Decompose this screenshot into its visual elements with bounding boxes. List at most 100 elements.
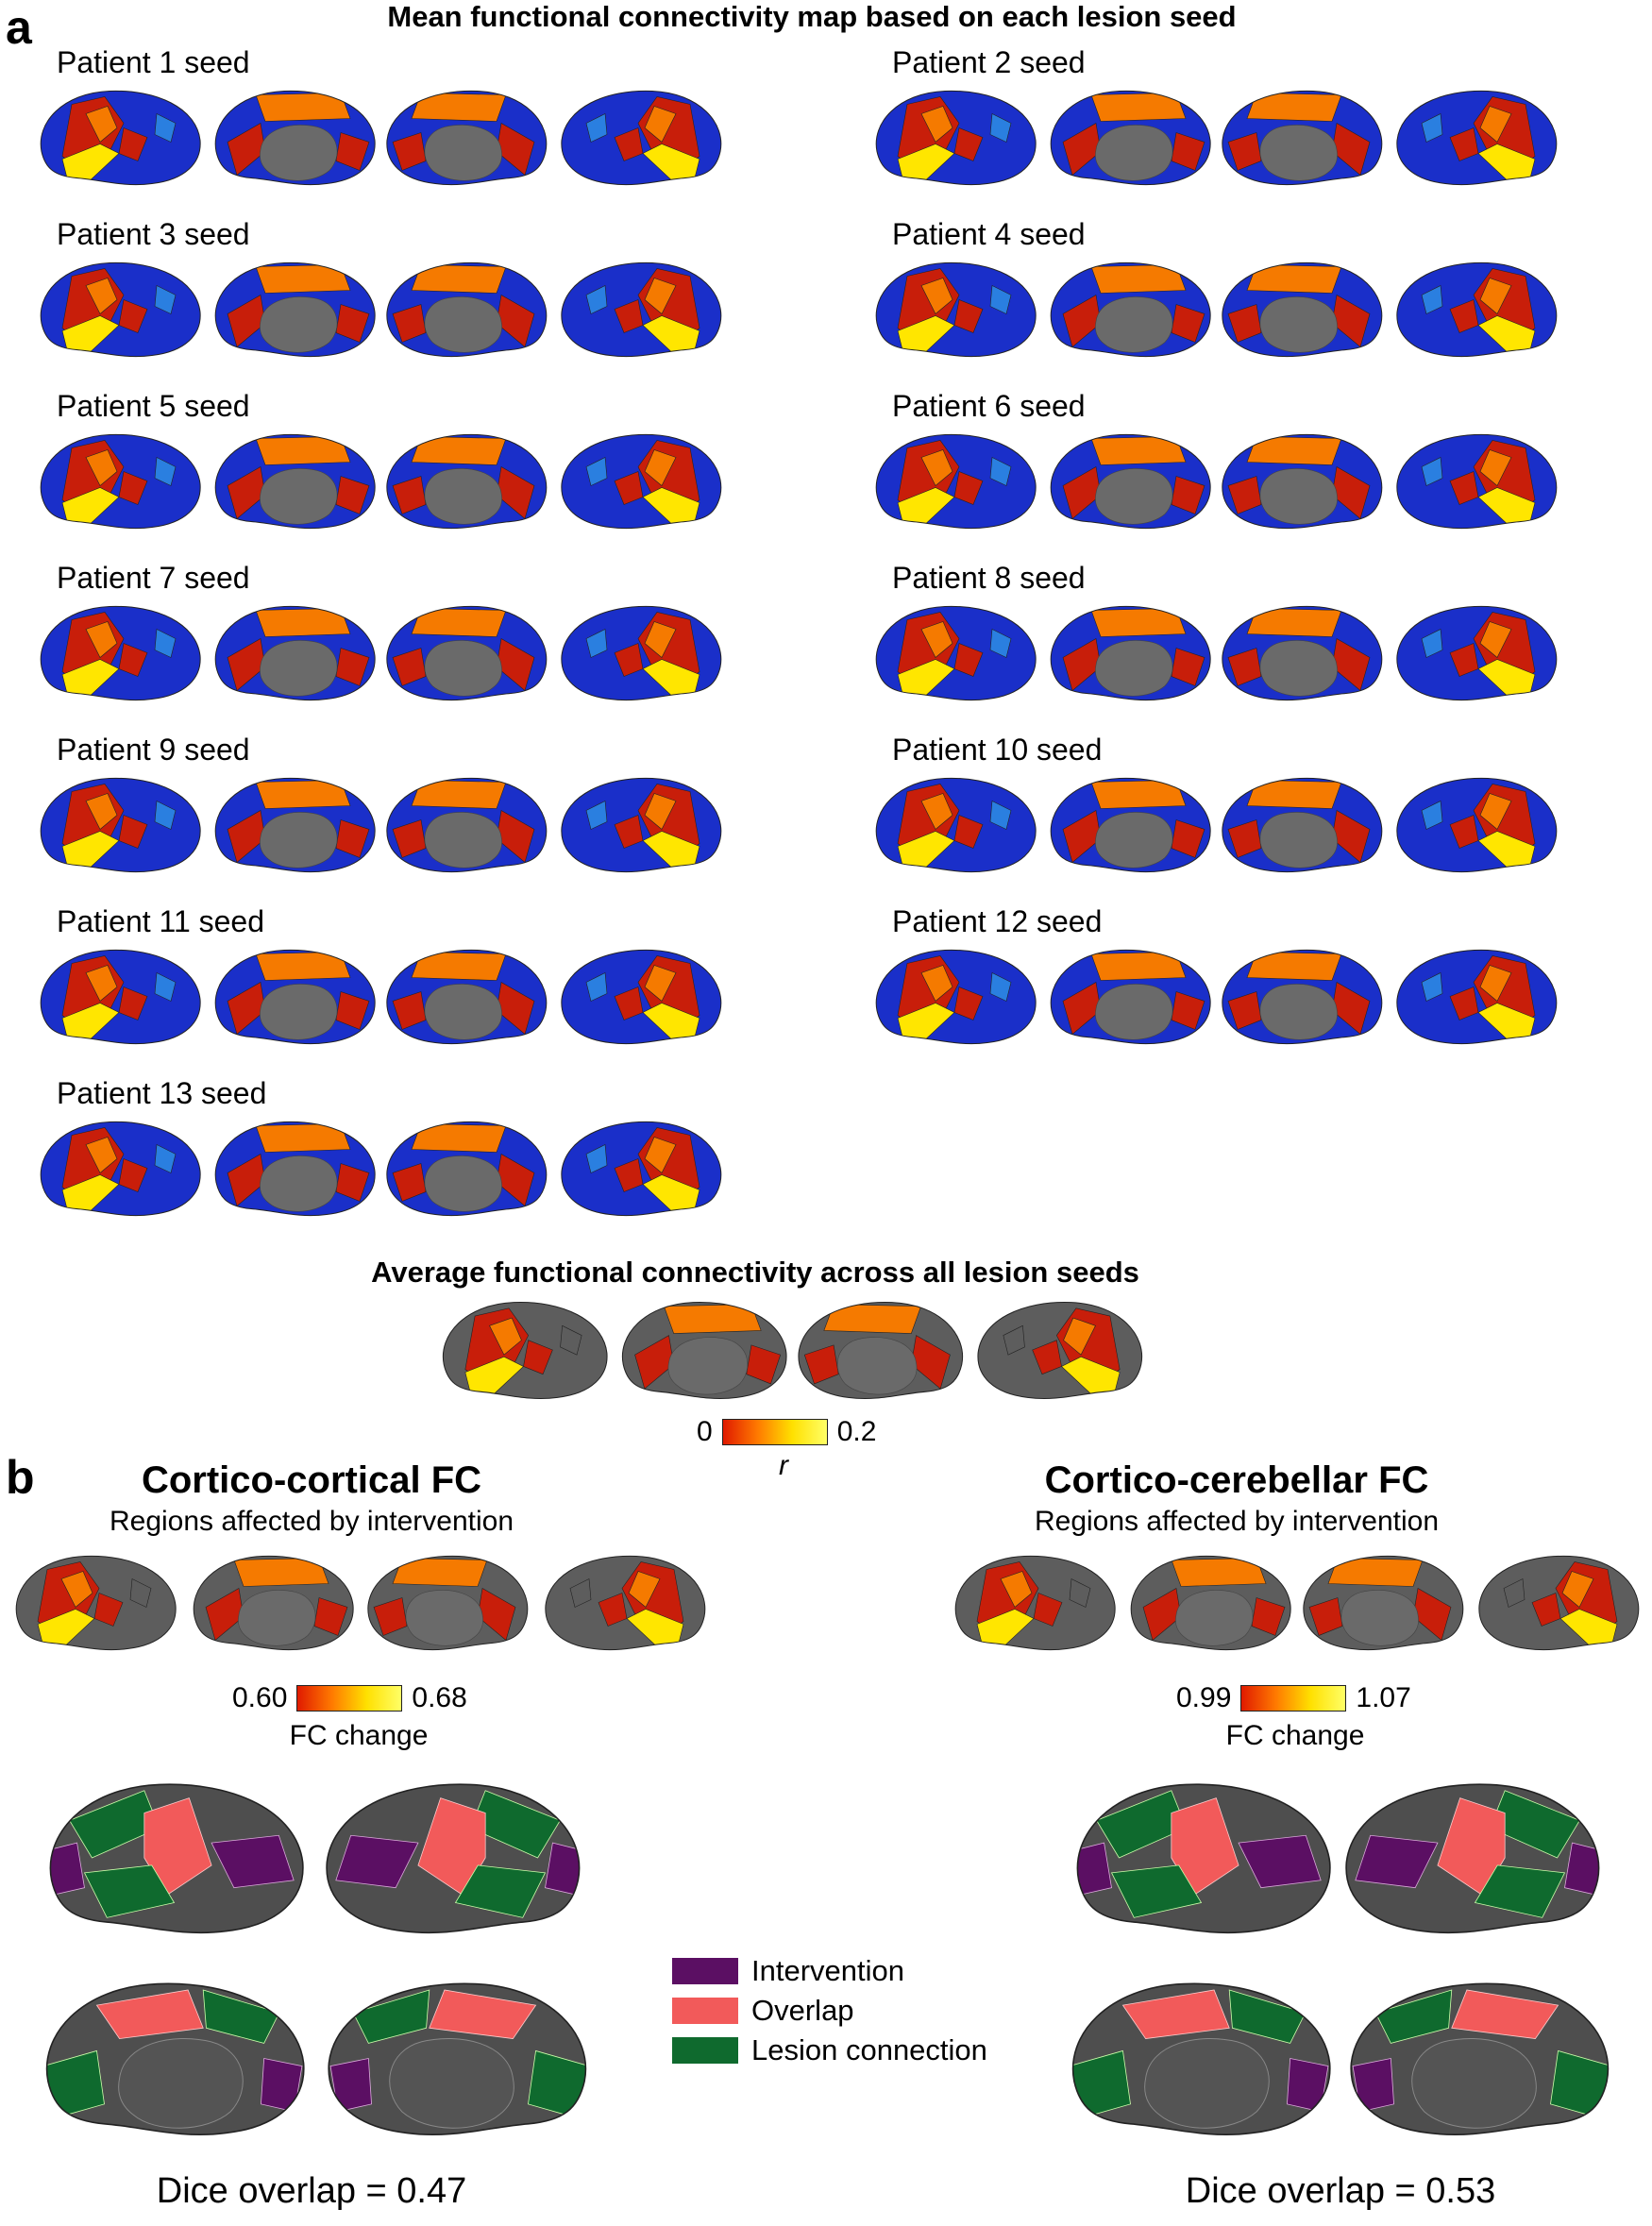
brain-surface-med-r [214, 605, 376, 701]
legend-label-overlap: Overlap [751, 1994, 854, 2027]
brain-surface-lat-l [442, 1302, 608, 1400]
average-colorbar-gradient [721, 1419, 828, 1445]
brain-surface-med-l [1303, 1555, 1464, 1651]
brain-surface-med-l [1222, 949, 1383, 1045]
brain-surface-lat-r [1396, 261, 1558, 358]
cortico-cerebellar-title: Cortico-cerebellar FC [1044, 1459, 1429, 1501]
brain-surface-lat-r [1396, 433, 1558, 530]
brain-surface-lat-r [1345, 1783, 1600, 1934]
brain-surface-med-r [1050, 90, 1211, 186]
brain-surface-med-r [214, 949, 376, 1045]
average-title: Average functional connectivity across a… [371, 1256, 1139, 1289]
brain-surface-lat-r [545, 1555, 706, 1651]
brain-surface-lat-l [954, 1555, 1116, 1651]
brain-surface-med-l [1350, 1982, 1610, 2135]
patient-label: Patient 9 seed [57, 733, 250, 767]
brain-surface-lat-r [561, 90, 722, 186]
brain-surface-med-l [1222, 90, 1383, 186]
left-colorbar: 0.60 0.68 [232, 1682, 467, 1714]
brain-surface-lat-r [561, 261, 722, 358]
brain-surface-med-l [386, 90, 548, 186]
brain-surface-lat-l [875, 261, 1037, 358]
brain-surface-med-l [386, 1121, 548, 1217]
brain-surface-lat-l [875, 605, 1037, 701]
brain-surface-lat-r [1478, 1555, 1640, 1651]
dice-overlap-left: Dice overlap = 0.47 [156, 2171, 467, 2211]
brain-surface-lat-r [1396, 777, 1558, 873]
brain-surface-med-r [214, 90, 376, 186]
brain-surface-lat-l [875, 777, 1037, 873]
average-colorbar-max: 0.2 [836, 1416, 877, 1447]
brain-surface-lat-l [40, 949, 201, 1045]
brain-surface-lat-r [561, 949, 722, 1045]
brain-surface-lat-r [561, 433, 722, 530]
brain-surface-lat-r [561, 777, 722, 873]
brain-surface-med-l [386, 605, 548, 701]
brain-surface-med-l [798, 1302, 964, 1400]
patient-label: Patient 7 seed [57, 561, 250, 595]
cortico-cortical-subtitle: Regions affected by intervention [109, 1506, 514, 1537]
patient-label: Patient 3 seed [57, 217, 250, 251]
patient-label: Patient 6 seed [892, 389, 1086, 423]
brain-surface-lat-r [561, 1121, 722, 1217]
right-colorbar: 0.99 1.07 [1176, 1682, 1411, 1714]
patient-label: Patient 13 seed [57, 1076, 267, 1110]
average-colorbar-min: 0 [697, 1416, 713, 1447]
brain-surface-med-r [45, 1982, 305, 2135]
brain-surface-med-r [1050, 949, 1211, 1045]
brain-surface-med-r [1050, 605, 1211, 701]
brain-surface-med-l [386, 261, 548, 358]
left-colorbar-label: FC change [289, 1720, 429, 1751]
brain-surface-lat-l [40, 605, 201, 701]
legend-item-overlap: Overlap [672, 1994, 854, 2028]
brain-surface-med-r [214, 261, 376, 358]
brain-surface-lat-r [561, 605, 722, 701]
brain-surface-lat-l [15, 1555, 177, 1651]
brain-surface-lat-l [40, 261, 201, 358]
brain-surface-med-l [367, 1555, 529, 1651]
legend-swatch-intervention [672, 1958, 738, 1984]
average-colorbar-label: r [779, 1450, 788, 1481]
legend-item-lesion-connection: Lesion connection [672, 2033, 987, 2067]
brain-surface-med-r [214, 777, 376, 873]
panel-a-letter: a [6, 1, 32, 54]
brain-surface-med-l [386, 949, 548, 1045]
brain-surface-lat-r [326, 1783, 581, 1934]
patient-label: Patient 12 seed [892, 904, 1103, 938]
brain-surface-lat-r [1396, 605, 1558, 701]
right-colorbar-gradient [1240, 1685, 1347, 1712]
legend-label-lesion-connection: Lesion connection [751, 2033, 987, 2066]
patient-label: Patient 1 seed [57, 45, 250, 79]
brain-surface-med-r [1050, 433, 1211, 530]
right-colorbar-label: FC change [1225, 1720, 1365, 1751]
brain-surface-lat-l [40, 777, 201, 873]
legend-swatch-overlap [672, 1998, 738, 2024]
left-colorbar-max: 0.68 [412, 1682, 467, 1713]
brain-surface-lat-l [49, 1783, 304, 1934]
legend-swatch-lesion-connection [672, 2037, 738, 2064]
patient-label: Patient 8 seed [892, 561, 1086, 595]
brain-surface-med-l [386, 433, 548, 530]
panel-b-letter: b [6, 1451, 35, 1504]
brain-surface-med-r [1130, 1555, 1291, 1651]
right-colorbar-min: 0.99 [1176, 1682, 1232, 1713]
brain-surface-lat-r [977, 1302, 1143, 1400]
dice-overlap-right: Dice overlap = 0.53 [1185, 2171, 1496, 2211]
brain-surface-med-r [1050, 261, 1211, 358]
average-colorbar: 0 0.2 [697, 1416, 876, 1448]
brain-surface-med-r [621, 1302, 787, 1400]
brain-surface-lat-l [40, 433, 201, 530]
brain-surface-lat-r [1396, 949, 1558, 1045]
brain-surface-med-l [1222, 433, 1383, 530]
cortico-cerebellar-subtitle: Regions affected by intervention [1034, 1506, 1440, 1537]
brain-surface-med-l [1222, 777, 1383, 873]
brain-surface-lat-l [40, 1121, 201, 1217]
brain-surface-lat-l [1076, 1783, 1331, 1934]
panel-a-title: Mean functional connectivity map based o… [387, 0, 1237, 33]
cortico-cortical-title: Cortico-cortical FC [141, 1459, 482, 1501]
brain-surface-med-r [214, 433, 376, 530]
left-colorbar-gradient [296, 1685, 403, 1712]
brain-surface-med-r [193, 1555, 354, 1651]
patient-label: Patient 2 seed [892, 45, 1086, 79]
brain-surface-lat-l [875, 433, 1037, 530]
